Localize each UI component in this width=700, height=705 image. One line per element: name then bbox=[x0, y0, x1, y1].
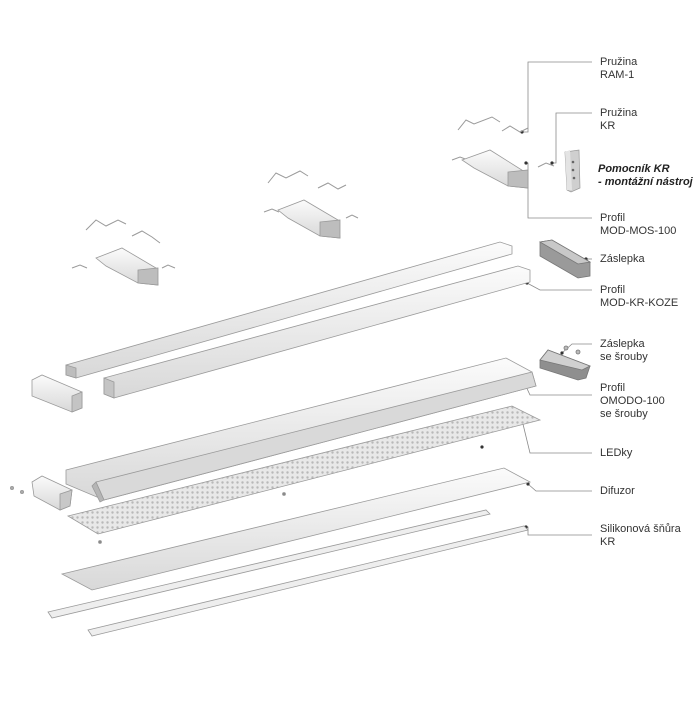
label-difuzor: Difuzor bbox=[600, 485, 635, 497]
leader-lines bbox=[516, 61, 592, 536]
end-cap-screws-left bbox=[9, 475, 73, 511]
end-cap-right bbox=[538, 239, 592, 279]
leader-difuzor bbox=[527, 483, 592, 492]
label-zaslepka: Záslepka bbox=[600, 253, 645, 265]
leader-ledky bbox=[521, 419, 592, 454]
mos-brackets bbox=[95, 149, 529, 286]
label-ledky: LEDky bbox=[600, 447, 633, 459]
profile-omodo bbox=[65, 357, 537, 503]
end-cap-screws-right bbox=[539, 345, 591, 381]
label-pomocnik: Pomocník KR- montážní nástroj bbox=[598, 163, 693, 188]
diffuser bbox=[60, 467, 532, 591]
leader-profil-koze bbox=[526, 282, 592, 291]
mounting-tool bbox=[564, 149, 581, 193]
spring-clips bbox=[71, 116, 555, 269]
profile-kr-koze bbox=[103, 265, 531, 399]
leader-pruzina-ram bbox=[522, 61, 592, 133]
end-cap-left bbox=[31, 374, 83, 413]
led-strip bbox=[66, 405, 542, 544]
profile-mos-long bbox=[65, 241, 513, 379]
leader-pruzina-kr bbox=[552, 112, 592, 164]
silicone-cord-2 bbox=[87, 525, 529, 637]
leader-profil-mos bbox=[526, 162, 592, 219]
leader-snura bbox=[526, 526, 592, 536]
silicone-cord-1 bbox=[47, 509, 491, 619]
